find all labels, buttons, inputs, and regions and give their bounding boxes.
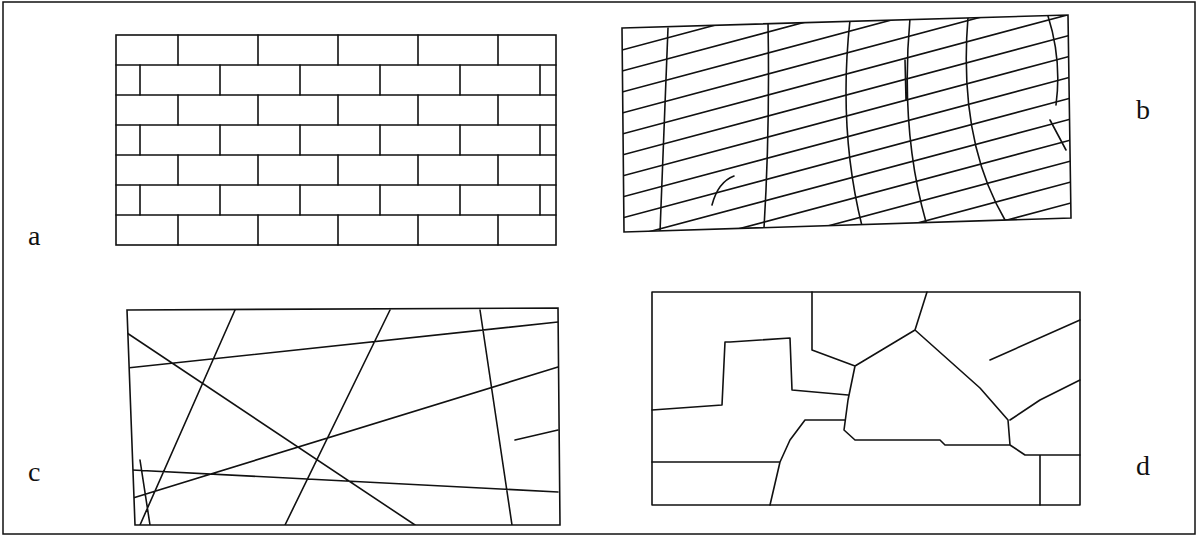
panel-letter: c <box>28 458 40 486</box>
panel-c-random-joints <box>127 308 560 525</box>
panel-letter: b <box>1136 96 1150 124</box>
outer-frame <box>3 2 1195 534</box>
panel-letter: a <box>28 222 40 250</box>
panel-a-blocky-joints <box>116 35 556 245</box>
panel-letter: d <box>1136 452 1150 480</box>
panel-d-irregular-joints <box>652 292 1080 505</box>
